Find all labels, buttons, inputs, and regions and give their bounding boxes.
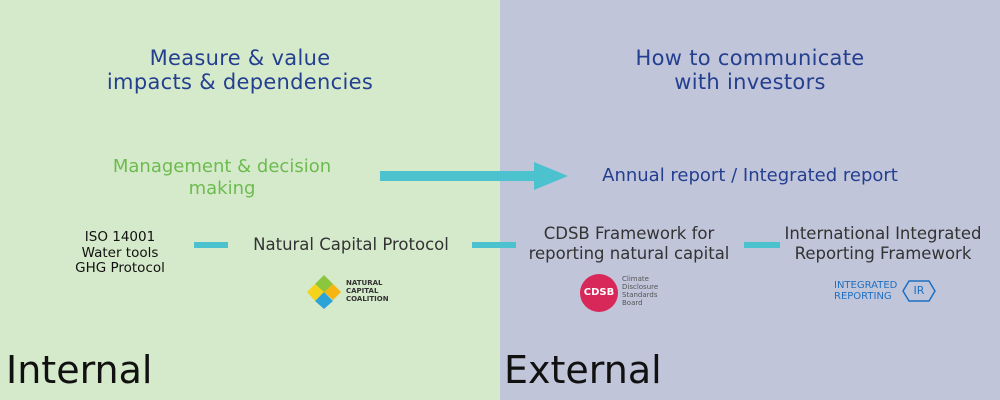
left-heading: Measure & value impacts & dependencies: [40, 46, 440, 94]
cdsb-logo-line-2: Disclosure: [622, 283, 659, 291]
cdsb-framework-label: CDSB Framework for reporting natural cap…: [516, 224, 742, 263]
connector-3: [744, 242, 780, 248]
external-panel: [500, 0, 1000, 400]
cdsb-logo: CDSB: [580, 274, 618, 312]
connector-1: [194, 242, 228, 248]
natural-capital-coalition-logo: [307, 275, 341, 309]
management-line-2: making: [188, 178, 256, 199]
ncc-logo-line-1: NATURAL: [346, 279, 383, 287]
iirf-line-1: International Integrated: [784, 224, 982, 243]
integrated-reporting-logo: [902, 280, 936, 302]
ir-mark: IR: [913, 284, 925, 297]
arrow-right-icon: [380, 162, 568, 190]
ir-logo-text: INTEGRATED REPORTING: [834, 280, 897, 302]
cdsb-logo-line-1: Climate: [622, 275, 649, 283]
ncc-logo-line-2: CAPITAL: [346, 287, 379, 295]
ir-logo-line-2: REPORTING: [834, 291, 892, 302]
internal-label: Internal: [6, 348, 153, 392]
ncc-logo-line-3: COALITION: [346, 295, 389, 303]
left-heading-line-2: impacts & dependencies: [106, 70, 374, 94]
tools-list: ISO 14001 Water tools GHG Protocol: [60, 229, 180, 277]
internal-panel: [0, 0, 500, 400]
cdsb-logo-text: Climate Disclosure Standards Board: [622, 275, 658, 307]
connector-2: [472, 242, 516, 248]
left-heading-line-1: Measure & value: [149, 46, 331, 70]
cdsb-framework-line-2: reporting natural capital: [528, 243, 730, 263]
ir-logo-line-1: INTEGRATED: [834, 280, 898, 291]
tool-iso: ISO 14001: [84, 229, 156, 245]
right-heading: How to communicate with investors: [600, 46, 900, 94]
tool-water: Water tools: [81, 244, 159, 261]
cdsb-logo-line-3: Standards: [622, 291, 658, 299]
iirf-line-2: Reporting Framework: [794, 243, 972, 263]
natural-capital-protocol-label: Natural Capital Protocol: [253, 235, 449, 254]
management-label: Management & decision making: [92, 156, 352, 200]
cdsb-framework-line-1: CDSB Framework for: [543, 224, 715, 243]
tool-ghg: GHG Protocol: [75, 260, 165, 276]
annual-report-label: Annual report / Integrated report: [602, 165, 898, 186]
right-heading-line-2: with investors: [674, 70, 826, 94]
right-heading-line-1: How to communicate: [635, 46, 865, 70]
iirf-label: International Integrated Reporting Frame…: [776, 224, 990, 263]
management-line-1: Management & decision: [112, 156, 332, 177]
ncc-logo-text: NATURAL CAPITAL COALITION: [346, 279, 389, 303]
external-label: External: [504, 348, 662, 392]
cdsb-logo-line-4: Board: [622, 299, 643, 307]
